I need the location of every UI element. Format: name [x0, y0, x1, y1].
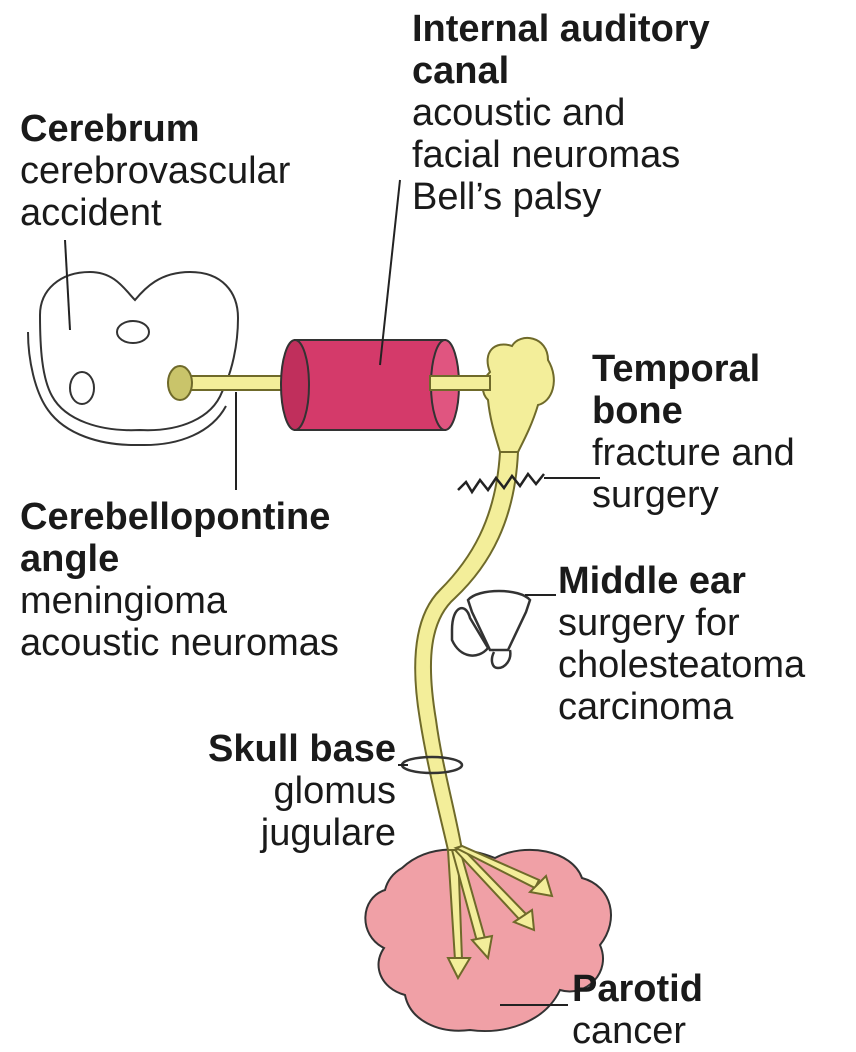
internal-auditory-canal-desc-2: facial neuromas [412, 134, 710, 176]
middle-ear-desc-3: carcinoma [558, 686, 805, 728]
internal-auditory-canal [281, 340, 490, 430]
cerebrum-desc-2: accident [20, 192, 290, 234]
cerebellopontine-desc-1: meningioma [20, 580, 339, 622]
label-cerebrum: Cerebrum cerebrovascular accident [20, 108, 290, 234]
internal-auditory-canal-desc-1: acoustic and [412, 92, 710, 134]
label-skull-base: Skull base glomus jugulare [170, 728, 396, 854]
label-temporal-bone: Temporal bone fracture and surgery [592, 348, 795, 516]
cerebrum-heading: Cerebrum [20, 108, 290, 150]
cerebellopontine-heading-1: Cerebellopontine [20, 496, 339, 538]
label-middle-ear: Middle ear surgery for cholesteatoma car… [558, 560, 805, 728]
skull-base-desc-2: jugulare [170, 812, 396, 854]
middle-ear-heading: Middle ear [558, 560, 805, 602]
middle-ear-desc-1: surgery for [558, 602, 805, 644]
label-cerebellopontine-angle: Cerebellopontine angle meningioma acoust… [20, 496, 339, 664]
cerebrum-section [28, 272, 238, 445]
skull-base-heading: Skull base [170, 728, 396, 770]
label-internal-auditory-canal: Internal auditory canal acoustic and fac… [412, 8, 710, 218]
skull-base-desc-1: glomus [170, 770, 396, 812]
temporal-bone-heading-2: bone [592, 390, 795, 432]
temporal-bone-desc-1: fracture and [592, 432, 795, 474]
internal-auditory-canal-heading-1: Internal auditory [412, 8, 710, 50]
label-parotid: Parotid cancer [572, 968, 703, 1052]
temporal-bone-desc-2: surgery [592, 474, 795, 516]
internal-auditory-canal-heading-2: canal [412, 50, 710, 92]
middle-ear-desc-2: cholesteatoma [558, 644, 805, 686]
parotid-desc-1: cancer [572, 1010, 703, 1052]
middle-ear-ossicle [452, 591, 530, 668]
parotid-heading: Parotid [572, 968, 703, 1010]
cerebellopontine-heading-2: angle [20, 538, 339, 580]
cerebrum-desc-1: cerebrovascular [20, 150, 290, 192]
internal-auditory-canal-desc-3: Bell’s palsy [412, 176, 710, 218]
temporal-bone-heading-1: Temporal [592, 348, 795, 390]
cerebellopontine-desc-2: acoustic neuromas [20, 622, 339, 664]
